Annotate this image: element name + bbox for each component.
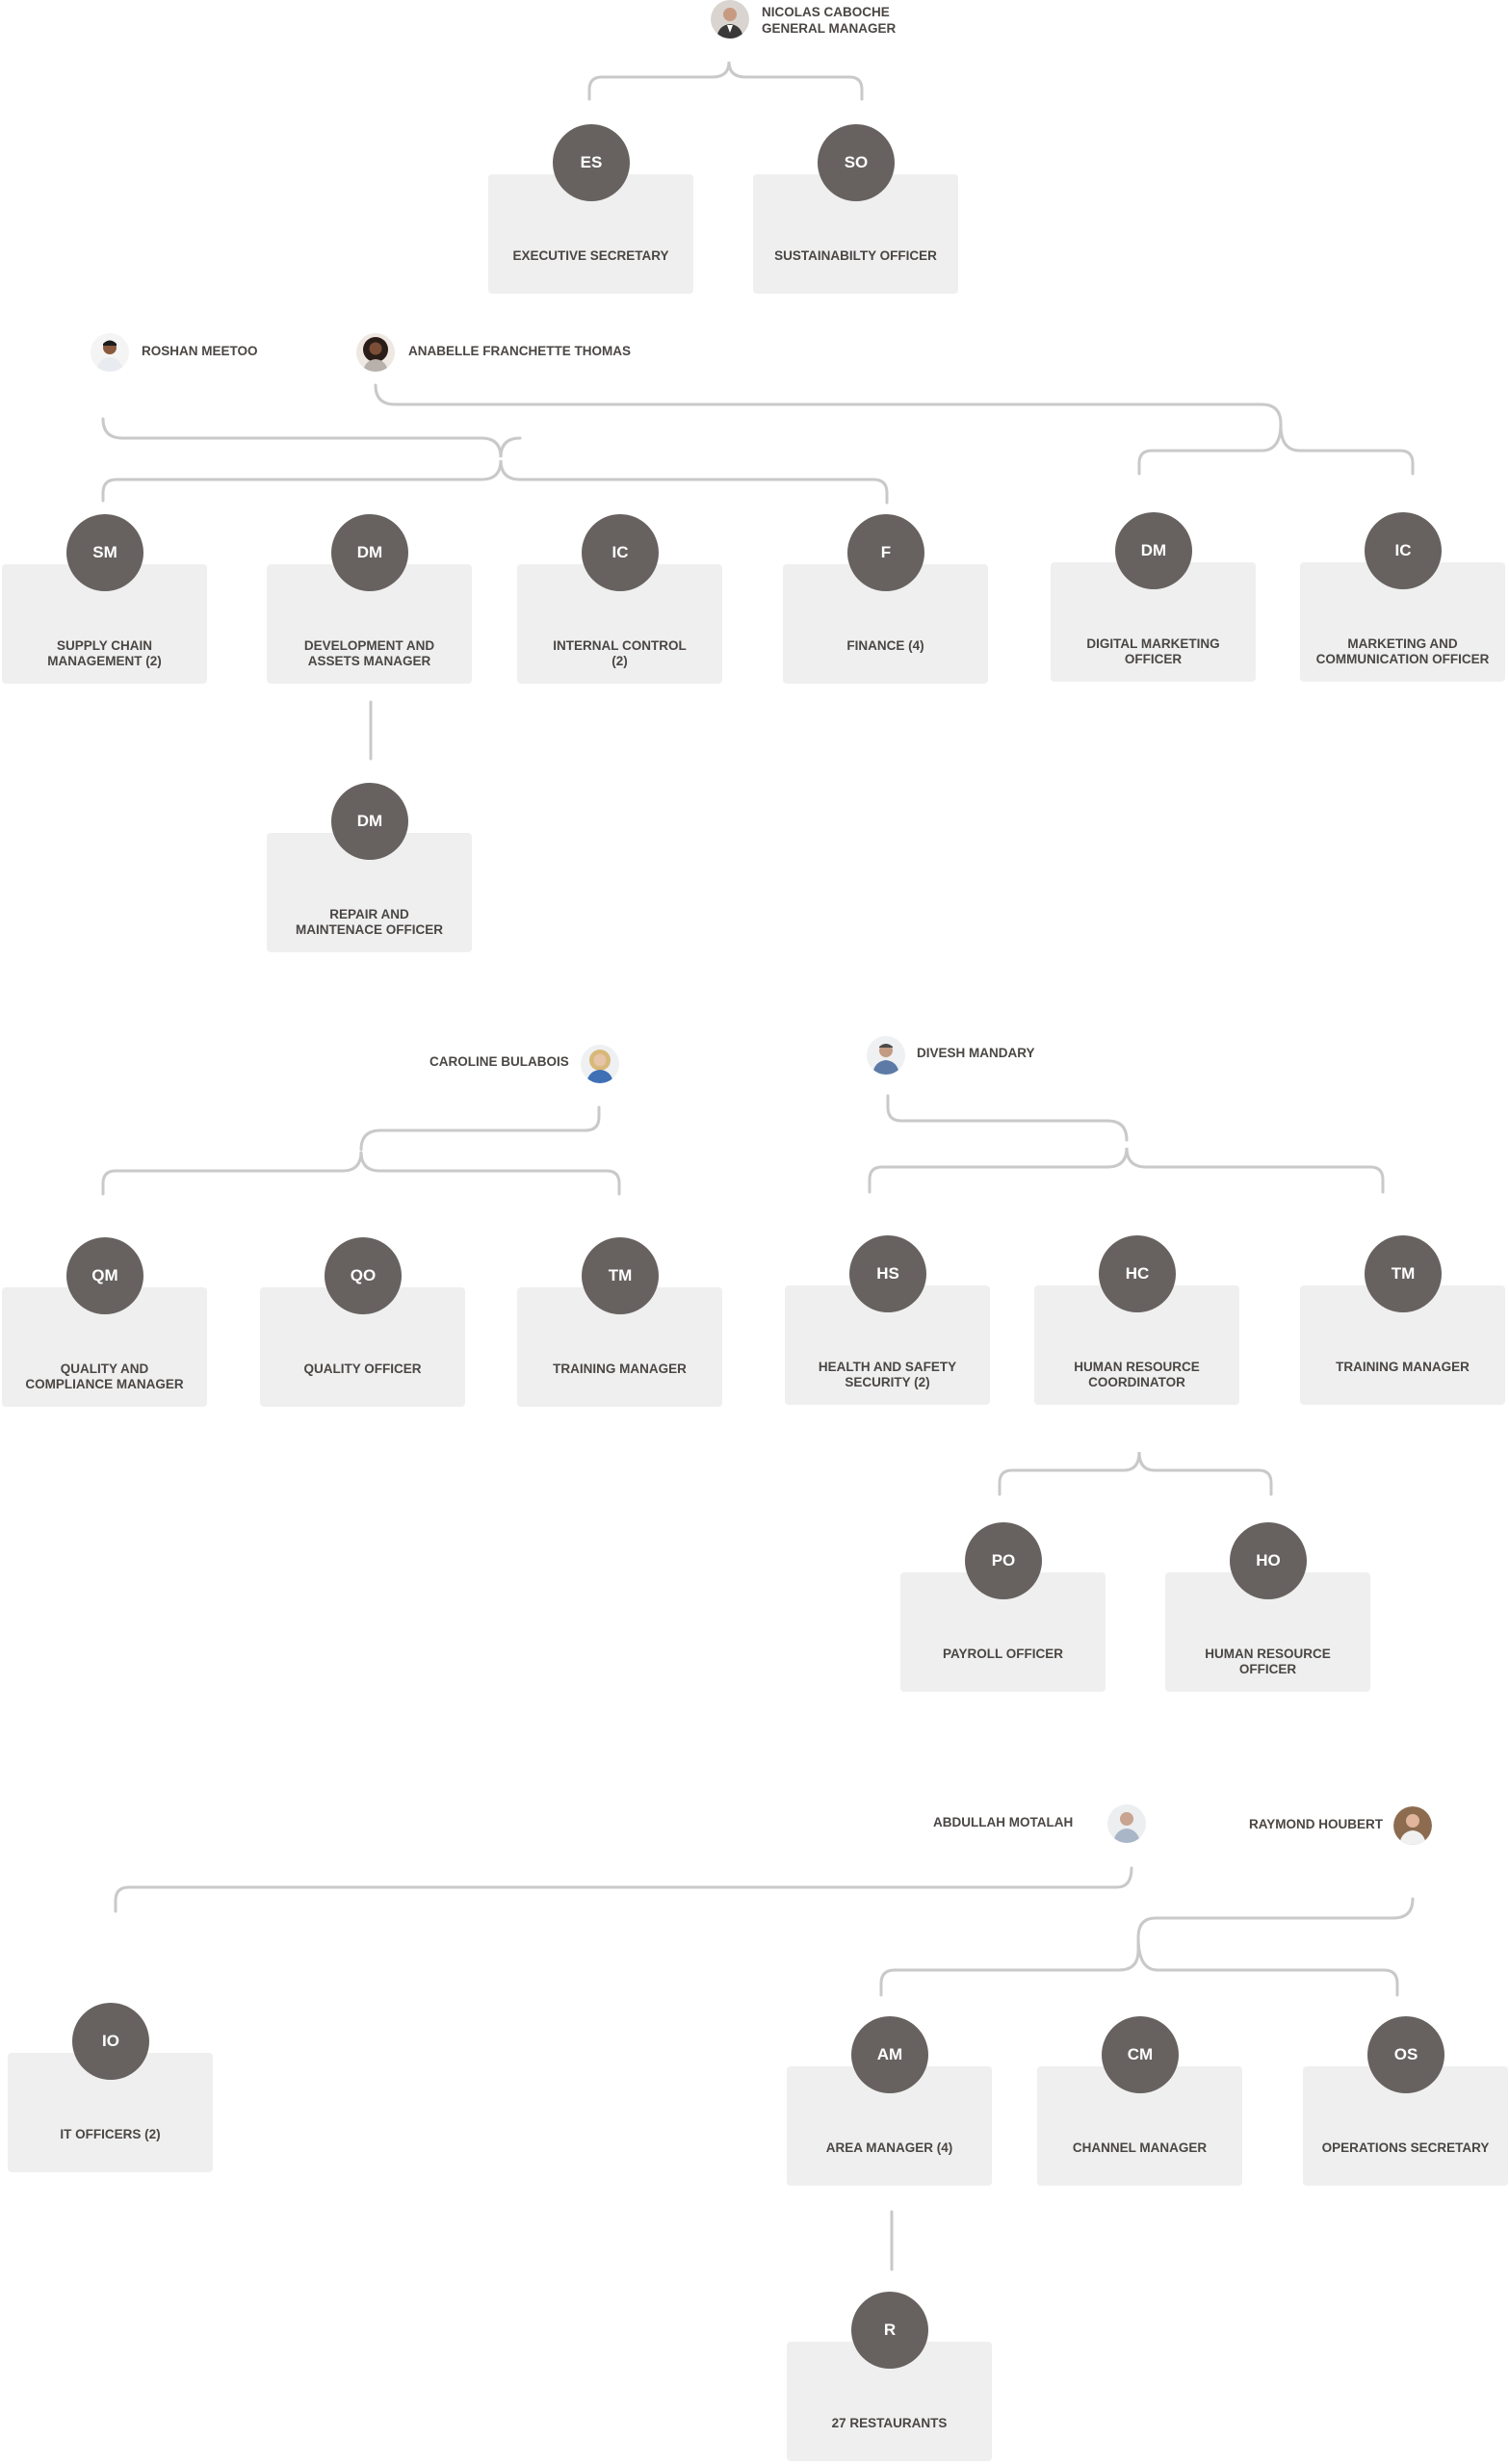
role-badge-os: OS <box>1367 2016 1444 2093</box>
role-badge-dm-development: DM <box>331 514 408 591</box>
role-badge-r: R <box>851 2292 928 2369</box>
role-badge-ho: HO <box>1230 1522 1307 1599</box>
avatar-bulabois <box>581 1045 619 1083</box>
connector-meetoo-top <box>101 417 522 458</box>
role-badge-qo: QO <box>325 1237 402 1314</box>
role-card-marketing-communication: MARKETING AND COMMUNICATION OFFICER <box>1300 562 1505 682</box>
role-badge-tm-quality: TM <box>582 1237 659 1314</box>
role-title: REPAIR AND MAINTENACE OFFICER <box>296 907 443 937</box>
role-card-repair-maintenance: REPAIR AND MAINTENACE OFFICER <box>267 833 472 952</box>
role-title: QUALITY OFFICER <box>303 1362 422 1376</box>
role-title: TRAINING MANAGER <box>1336 1360 1470 1374</box>
connector-meetoo <box>101 459 889 505</box>
role-badge-dm-repair: DM <box>331 783 408 860</box>
role-badge-hs: HS <box>849 1235 926 1312</box>
role-badge-sm: SM <box>66 514 143 591</box>
role-card-development-assets: DEVELOPMENT AND ASSETS MANAGER <box>267 564 472 684</box>
avatar-thomas <box>356 333 395 372</box>
role-title: 27 RESTAURANTS <box>831 2416 948 2430</box>
avatar-caboche <box>711 0 749 39</box>
person-name-bulabois: CAROLINE BULABOIS <box>429 1054 569 1069</box>
person-name-mandary: DIVESH MANDARY <box>917 1046 1035 1060</box>
connector-houbert-top <box>1136 1897 1415 1939</box>
person-name-houbert: RAYMOND HOUBERT <box>1249 1817 1384 1831</box>
role-card-sustainability-officer: SUSTAINABILTY OFFICER <box>753 174 958 294</box>
role-title: HUMAN RESOURCE COORDINATOR <box>1074 1360 1200 1389</box>
connector-thomas-right <box>1279 424 1415 476</box>
role-title: EXECUTIVE SECRETARY <box>512 248 669 263</box>
person-name-meetoo: ROSHAN MEETOO <box>142 344 258 358</box>
role-badge-am: AM <box>851 2016 928 2093</box>
role-title: DEVELOPMENT AND ASSETS MANAGER <box>303 638 435 668</box>
connector-caboche <box>587 61 864 101</box>
role-card-training-manager-quality: TRAINING MANAGER <box>517 1287 722 1407</box>
connector-bulabois-top <box>359 1105 601 1152</box>
role-badge-po: PO <box>965 1522 1042 1599</box>
role-title: MARKETING AND COMMUNICATION OFFICER <box>1315 636 1490 666</box>
role-title: IT OFFICERS (2) <box>60 2127 161 2141</box>
connector-thomas <box>374 383 1283 476</box>
role-title: AREA MANAGER (4) <box>825 2140 953 2155</box>
avatar-meetoo <box>91 333 129 372</box>
person-name-thomas: ANABELLE FRANCHETTE THOMAS <box>408 344 631 358</box>
connector-motalah <box>114 1866 1133 1913</box>
role-title: DIGITAL MARKETING OFFICER <box>1086 636 1220 666</box>
role-card-supply-chain: SUPPLY CHAIN MANAGEMENT (2) <box>2 564 207 684</box>
role-title: SUPPLY CHAIN MANAGEMENT (2) <box>47 638 162 668</box>
role-badge-cm: CM <box>1102 2016 1179 2093</box>
person-name-caboche: NICOLAS CABOCHE GENERAL MANAGER <box>762 5 897 36</box>
role-badge-hc: HC <box>1099 1235 1176 1312</box>
role-badge-dm-digital: DM <box>1115 512 1192 589</box>
role-title: INTERNAL CONTROL (2) <box>553 638 687 668</box>
role-badge-so: SO <box>818 124 895 201</box>
connector-mandary <box>868 1147 1385 1194</box>
person-name-motalah: ABDULLAH MOTALAH <box>933 1815 1074 1829</box>
role-card-hr-coordinator: HUMAN RESOURCE COORDINATOR <box>1034 1285 1239 1405</box>
role-badge-io: IO <box>72 2003 149 2080</box>
role-title: CHANNEL MANAGER <box>1072 2140 1208 2155</box>
avatar-mandary <box>867 1036 905 1075</box>
role-badge-f: F <box>847 514 924 591</box>
role-badge-tm-hr: TM <box>1365 1235 1442 1312</box>
role-title: FINANCE (4) <box>846 638 924 653</box>
role-badge-es: ES <box>553 124 630 201</box>
role-title: PAYROLL OFFICER <box>942 1647 1063 1661</box>
role-title: QUALITY AND COMPLIANCE MANAGER <box>25 1362 184 1391</box>
role-badge-ic-internal: IC <box>582 514 659 591</box>
connector-mandary-top <box>886 1094 1129 1142</box>
connector-bulabois <box>101 1151 621 1196</box>
connector-hc <box>998 1451 1273 1496</box>
role-title: OPERATIONS SECRETARY <box>1321 2140 1490 2155</box>
role-title: TRAINING MANAGER <box>553 1362 687 1376</box>
connector-houbert <box>879 1936 1399 1997</box>
role-title: HUMAN RESOURCE OFFICER <box>1205 1647 1331 1676</box>
avatar-houbert <box>1393 1806 1432 1845</box>
avatar-motalah <box>1107 1804 1146 1843</box>
role-badge-qm: QM <box>66 1237 143 1314</box>
role-title: HEALTH AND SAFETY SECURITY (2) <box>818 1360 957 1389</box>
role-title: SUSTAINABILTY OFFICER <box>774 248 937 263</box>
role-badge-ic-marketing: IC <box>1365 512 1442 589</box>
role-card-digital-marketing: DIGITAL MARKETING OFFICER <box>1051 562 1256 682</box>
